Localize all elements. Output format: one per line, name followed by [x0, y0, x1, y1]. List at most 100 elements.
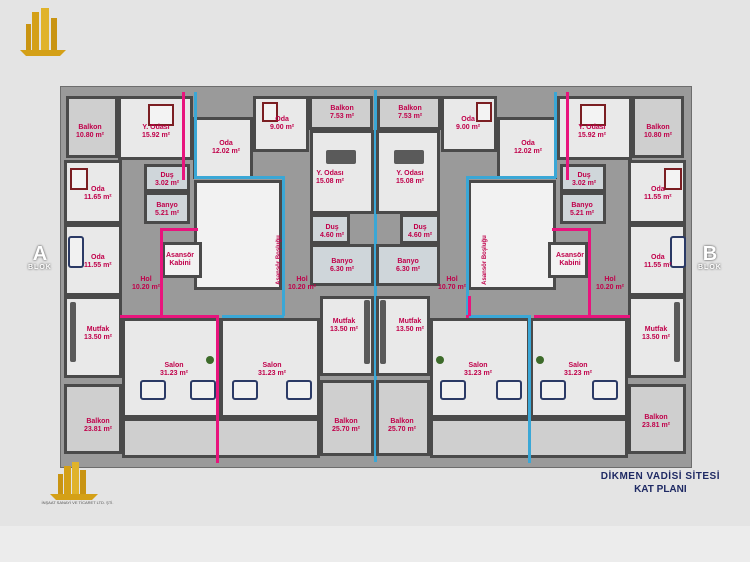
room-balkon-a-bottomcenter — [320, 380, 374, 456]
room-balkon-a-top — [309, 96, 373, 130]
room-salon2-b — [530, 318, 628, 418]
bed-icon — [262, 102, 278, 122]
unit-boundary-blue-a — [194, 92, 197, 178]
room-oda1-a — [193, 117, 253, 179]
company-logo-top — [14, 6, 72, 68]
stairwell-a — [194, 180, 282, 290]
plant-icon — [436, 356, 444, 364]
kitchen-counter-icon — [364, 300, 370, 364]
room-banyo-b — [376, 244, 440, 286]
bed-icon — [148, 104, 174, 126]
sofa-icon — [440, 380, 466, 400]
unit-boundary-pink-b — [534, 315, 630, 318]
plant-icon — [206, 356, 214, 364]
sofa-icon — [496, 380, 522, 400]
table-icon — [394, 150, 424, 164]
room-salon1-b — [430, 318, 530, 418]
sofa-icon — [670, 236, 686, 268]
unit-boundary-pink-b — [566, 92, 569, 180]
unit-boundary-blue-a — [282, 176, 285, 316]
elevator-b — [548, 242, 588, 278]
room-yatak2-a — [310, 130, 374, 214]
unit-boundary-blue-b — [466, 176, 556, 179]
room-salon1-a — [122, 318, 220, 418]
room-balkon-b-topright — [632, 96, 684, 158]
bottom-margin — [0, 526, 750, 562]
unit-boundary-blue-b — [554, 92, 557, 178]
unit-boundary-pink-a — [120, 315, 218, 318]
room-yatak2-b — [376, 130, 440, 214]
kitchen-counter-icon — [380, 300, 386, 364]
unit-boundary-blue-a — [374, 90, 377, 462]
block-label-b: B BLOK — [698, 244, 722, 272]
block-letter-a: A — [32, 243, 48, 265]
unit-boundary-pink-a — [160, 228, 198, 231]
unit-boundary-pink-a — [182, 92, 185, 180]
plan-title: DİKMEN VADİSİ SİTESİ KAT PLANI — [601, 470, 720, 496]
unit-boundary-blue-b — [466, 315, 528, 318]
sofa-icon — [286, 380, 312, 400]
label-asansor-boslugu-b: Asansör Boşluğu — [481, 235, 488, 285]
room-banyo-small-b — [560, 192, 606, 224]
plan-title-line1: DİKMEN VADİSİ SİTESİ — [600, 471, 720, 482]
room-dus-a — [310, 214, 350, 244]
unit-boundary-blue-b — [466, 176, 469, 316]
bed-icon — [664, 168, 682, 190]
room-balkon-a-topleft — [66, 96, 118, 158]
sofa-icon — [68, 236, 84, 268]
brand-tagline-block: İNŞAAT SANAYİ VE TİCARET LTD. ŞTİ. — [30, 500, 125, 505]
plan-title-line2: KAT PLANI — [634, 484, 687, 495]
table-icon — [326, 150, 356, 164]
kitchen-counter-icon — [674, 302, 680, 362]
bed-icon — [476, 102, 492, 122]
room-banyo-a — [310, 244, 374, 286]
plant-icon — [536, 356, 544, 364]
balcony-strip-a — [122, 418, 320, 458]
unit-boundary-pink-b — [468, 296, 471, 316]
building-logo-icon — [50, 462, 98, 500]
elevator-a — [162, 242, 202, 278]
room-balkon-a-bottomleft — [64, 384, 122, 454]
sofa-icon — [140, 380, 166, 400]
unit-boundary-blue-b — [528, 315, 531, 463]
unit-boundary-blue-a — [194, 176, 284, 179]
sofa-icon — [540, 380, 566, 400]
room-balkon-b-bottomcenter — [376, 380, 430, 456]
unit-boundary-blue-a — [222, 315, 284, 318]
sofa-icon — [190, 380, 216, 400]
brand-tagline: İNŞAAT SANAYİ VE TİCARET LTD. ŞTİ. — [41, 500, 114, 505]
sofa-icon — [232, 380, 258, 400]
